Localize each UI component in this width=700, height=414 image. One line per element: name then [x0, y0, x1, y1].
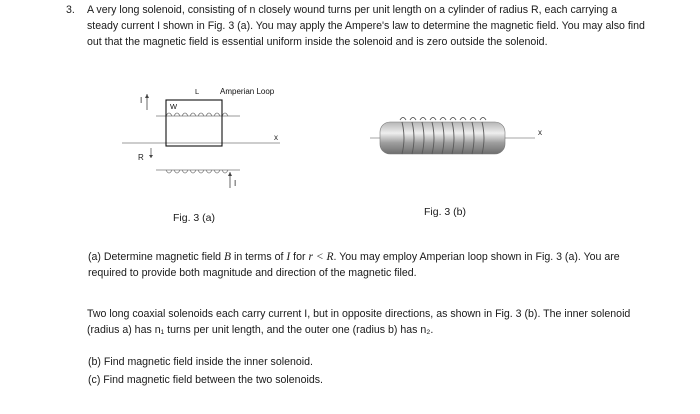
current-label-bottom: I: [234, 179, 236, 188]
amperian-loop-label: Amperian Loop: [220, 87, 275, 96]
part-c: (c) Find magnetic field between the two …: [88, 374, 323, 386]
axis-x-label-b: x: [538, 128, 542, 137]
outer-coil-turns: [401, 121, 485, 155]
problem-number: 3.: [66, 4, 75, 16]
coaxial-solenoids: [379, 121, 506, 155]
current-label-top: I: [140, 96, 142, 105]
part-a-for: for: [290, 251, 309, 263]
loop-width-label: W: [170, 102, 178, 111]
part-a-B: B: [224, 251, 232, 263]
current-arrow-bottom: [228, 172, 232, 176]
outer-coil-loops: [399, 117, 487, 121]
figure-3b: x: [370, 117, 542, 155]
part-a-I: I: [286, 251, 291, 263]
figure-3a: I R W L Amperian Loop I x: [122, 87, 280, 188]
loop-length-label: L: [195, 87, 199, 96]
problem-intro: A very long solenoid, consisting of n cl…: [87, 4, 645, 48]
radius-arrow: [149, 155, 153, 158]
part-a: (a) Determine magnetic field B in terms …: [88, 249, 648, 281]
radius-label: R: [138, 153, 144, 162]
axis-x-label-a: x: [274, 133, 278, 142]
part-a-mid: in terms of: [231, 251, 287, 263]
current-arrow-top: [145, 94, 149, 98]
figure-3a-caption: Fig. 3 (a): [173, 212, 216, 224]
amperian-loop: [165, 99, 223, 147]
part-a-rest: . You may employ Amperian loop shown in …: [88, 251, 620, 279]
part-a-condition: r < R: [308, 251, 334, 263]
part-a-prefix: (a) Determine magnetic field: [88, 251, 225, 263]
part-b: (b) Find magnetic field inside the inner…: [88, 356, 313, 368]
figure-3b-caption: Fig. 3 (b): [424, 206, 467, 218]
paragraph-coaxial: Two long coaxial solenoids each carry cu…: [87, 308, 631, 336]
